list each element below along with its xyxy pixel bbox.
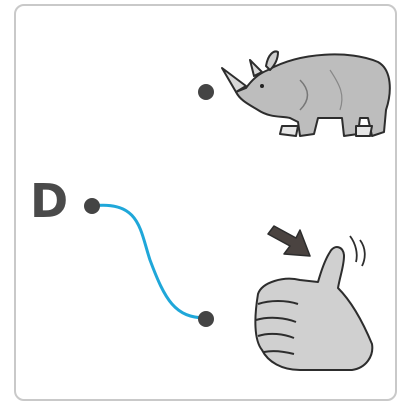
rhino-dot[interactable] xyxy=(198,84,214,100)
match-line xyxy=(92,205,206,318)
thumb-dot[interactable] xyxy=(198,311,214,327)
thumbs-up-icon xyxy=(255,236,372,370)
arrow-icon xyxy=(268,226,310,256)
letter-dot[interactable] xyxy=(84,198,100,214)
rhino-icon xyxy=(222,52,390,136)
